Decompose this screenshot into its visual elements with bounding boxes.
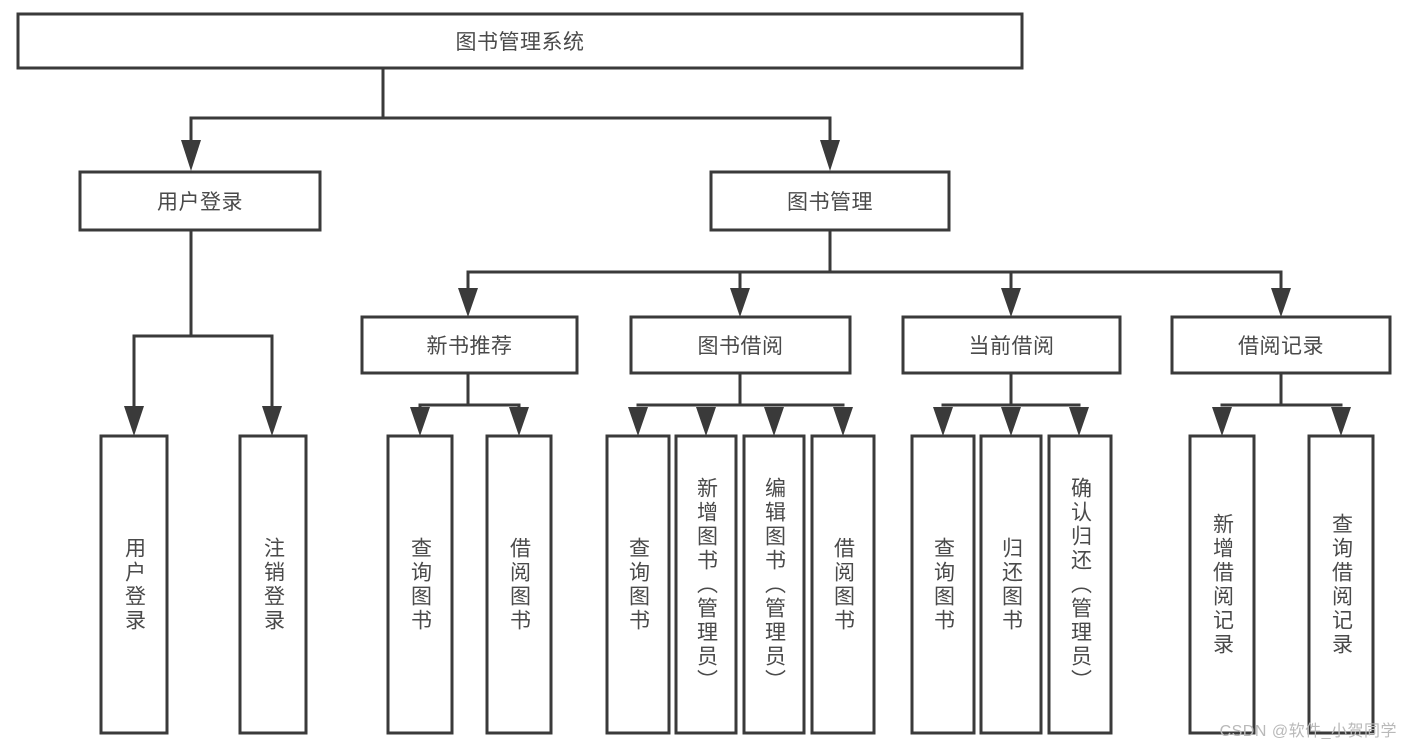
node-box-leaf-13[interactable] bbox=[1307, 434, 1375, 735]
arrow-newbook-leaf-1 bbox=[410, 407, 430, 436]
node-box-user-login[interactable] bbox=[78, 170, 322, 232]
connector-group-current bbox=[933, 371, 1089, 436]
node-box-root[interactable] bbox=[16, 12, 1024, 70]
node-box-leaf-10[interactable] bbox=[979, 434, 1043, 735]
arrow-borrow-leaf-1 bbox=[628, 407, 648, 436]
node-box-book-borrow[interactable] bbox=[629, 315, 852, 375]
node-box-leaf-6[interactable] bbox=[674, 434, 738, 735]
arrow-current-leaf-3 bbox=[1069, 407, 1089, 436]
arrow-current-leaf-1 bbox=[933, 407, 953, 436]
arrow-borrow-leaf-4 bbox=[833, 407, 853, 436]
arrow-root-to-userlogin bbox=[181, 140, 201, 171]
arrow-root-to-bookmgmt bbox=[820, 140, 840, 171]
arrow-current-leaf-2 bbox=[1001, 407, 1021, 436]
connector-group-newbook bbox=[410, 371, 529, 436]
arrow-borrow-leaf-2 bbox=[696, 407, 716, 436]
connector-group-userlogin bbox=[124, 228, 282, 436]
node-box-leaf-3[interactable] bbox=[386, 434, 454, 735]
node-box-current-borrow[interactable] bbox=[901, 315, 1122, 375]
arrow-borrow-leaf-3 bbox=[764, 407, 784, 436]
node-box-new-book-recommend[interactable] bbox=[360, 315, 579, 375]
arrow-newbook-leaf-2 bbox=[509, 407, 529, 436]
arrow-userlogin-leaf-1 bbox=[124, 406, 144, 436]
arrow-userlogin-leaf-2 bbox=[262, 406, 282, 436]
arrow-bookmgmt-to-newbook bbox=[458, 288, 478, 317]
node-box-leaf-5[interactable] bbox=[605, 434, 671, 735]
node-box-leaf-9[interactable] bbox=[910, 434, 976, 735]
node-box-leaf-2[interactable] bbox=[238, 434, 308, 735]
node-box-leaf-8[interactable] bbox=[810, 434, 876, 735]
arrow-bookmgmt-to-current bbox=[1001, 288, 1021, 317]
node-box-leaf-4[interactable] bbox=[485, 434, 553, 735]
connector-group-records bbox=[1212, 371, 1351, 436]
connector-group-borrow bbox=[628, 371, 853, 436]
node-box-book-management[interactable] bbox=[709, 170, 951, 232]
node-box-leaf-1[interactable] bbox=[99, 434, 169, 735]
arrow-records-leaf-1 bbox=[1212, 407, 1232, 436]
node-box-borrow-records[interactable] bbox=[1170, 315, 1392, 375]
arrow-records-leaf-2 bbox=[1331, 407, 1351, 436]
arrow-bookmgmt-to-borrow bbox=[730, 288, 750, 317]
connector-group-root bbox=[181, 66, 840, 171]
node-box-leaf-7[interactable] bbox=[742, 434, 806, 735]
node-box-leaf-11[interactable] bbox=[1047, 434, 1113, 735]
node-box-leaf-12[interactable] bbox=[1188, 434, 1256, 735]
arrow-bookmgmt-to-records bbox=[1271, 288, 1291, 317]
connector-group-bookmgmt bbox=[458, 228, 1291, 317]
